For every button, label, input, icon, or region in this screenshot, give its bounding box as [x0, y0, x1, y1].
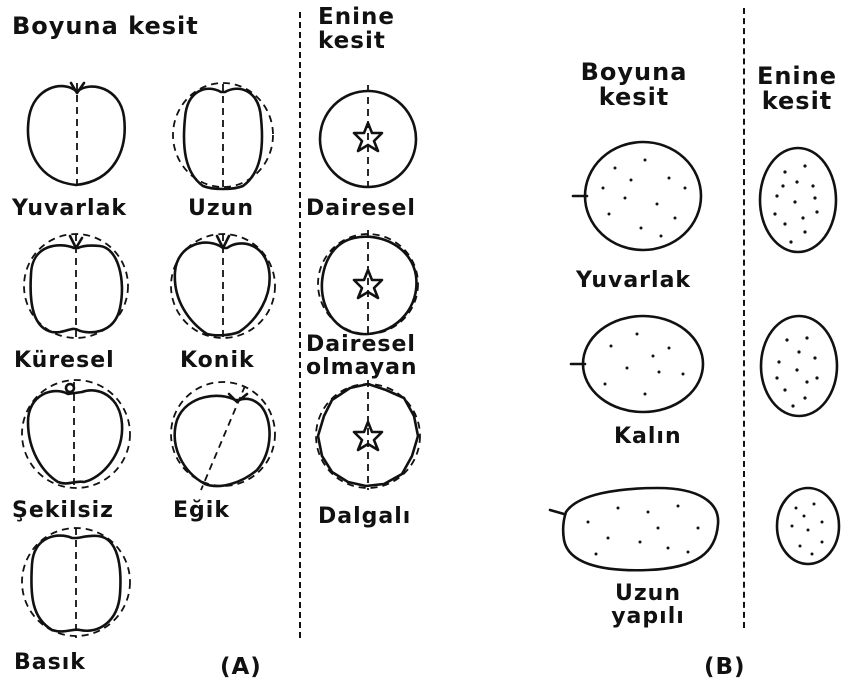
sekilsiz-label: Şekilsiz [12, 500, 114, 522]
kuresel-label: Küresel [14, 350, 115, 372]
caption-a: (A) [220, 656, 262, 679]
header-cross-b-line1: Enine [752, 64, 842, 89]
b-cross-2-shape [755, 312, 845, 424]
b-yuvarlak-shape [565, 138, 715, 258]
dairesel-label: Dairesel [306, 198, 416, 220]
header-cross-b: Enine kesit [752, 64, 842, 114]
header-cross-b-line2: kesit [752, 89, 842, 114]
basik-label: Basık [14, 652, 86, 674]
header-longitudinal-b-line2: kesit [574, 85, 694, 110]
yuvarlak-shape [18, 75, 138, 195]
separator-b [743, 8, 745, 628]
separator-a [299, 12, 301, 638]
dalgali-label: Dalgalı [318, 506, 411, 528]
b-cross-3-shape [772, 484, 848, 574]
b-uzun-label-line1: Uzun [588, 582, 708, 605]
header-longitudinal-b-line1: Boyuna [574, 60, 694, 85]
caption-b: (B) [704, 656, 746, 679]
sekilsiz-shape [18, 378, 138, 498]
konik-label: Konik [180, 350, 255, 372]
b-uzun-shape [548, 482, 728, 578]
dairesel-olmayan-label-line2: olmayan [306, 357, 418, 379]
yuvarlak-label: Yuvarlak [12, 198, 127, 220]
dalgali-shape [312, 380, 424, 492]
dairesel-olmayan-shape [314, 230, 424, 340]
b-kalin-shape [565, 312, 715, 422]
b-kalin-label: Kalın [614, 426, 682, 448]
kuresel-shape [18, 228, 138, 348]
egik-label: Eğik [173, 500, 230, 522]
dairesel-olmayan-label-line1: Dairesel [306, 334, 416, 356]
b-cross-1-shape [755, 142, 845, 262]
dairesel-shape [314, 85, 424, 195]
uzun-shape [165, 78, 285, 198]
uzun-label: Uzun [188, 198, 254, 220]
b-uzun-label-line2: yapılı [588, 605, 708, 628]
header-longitudinal-a: Boyuna kesit [12, 14, 199, 38]
header-cross-a-line2: kesit [318, 30, 386, 53]
egik-shape [165, 380, 285, 500]
basik-shape [18, 526, 138, 646]
header-cross-a-line1: Enine [318, 6, 395, 29]
b-yuvarlak-label: Yuvarlak [576, 270, 691, 292]
konik-shape [163, 230, 283, 350]
b-uzun-label: Uzun yapılı [588, 582, 708, 628]
header-longitudinal-b: Boyuna kesit [574, 60, 694, 110]
